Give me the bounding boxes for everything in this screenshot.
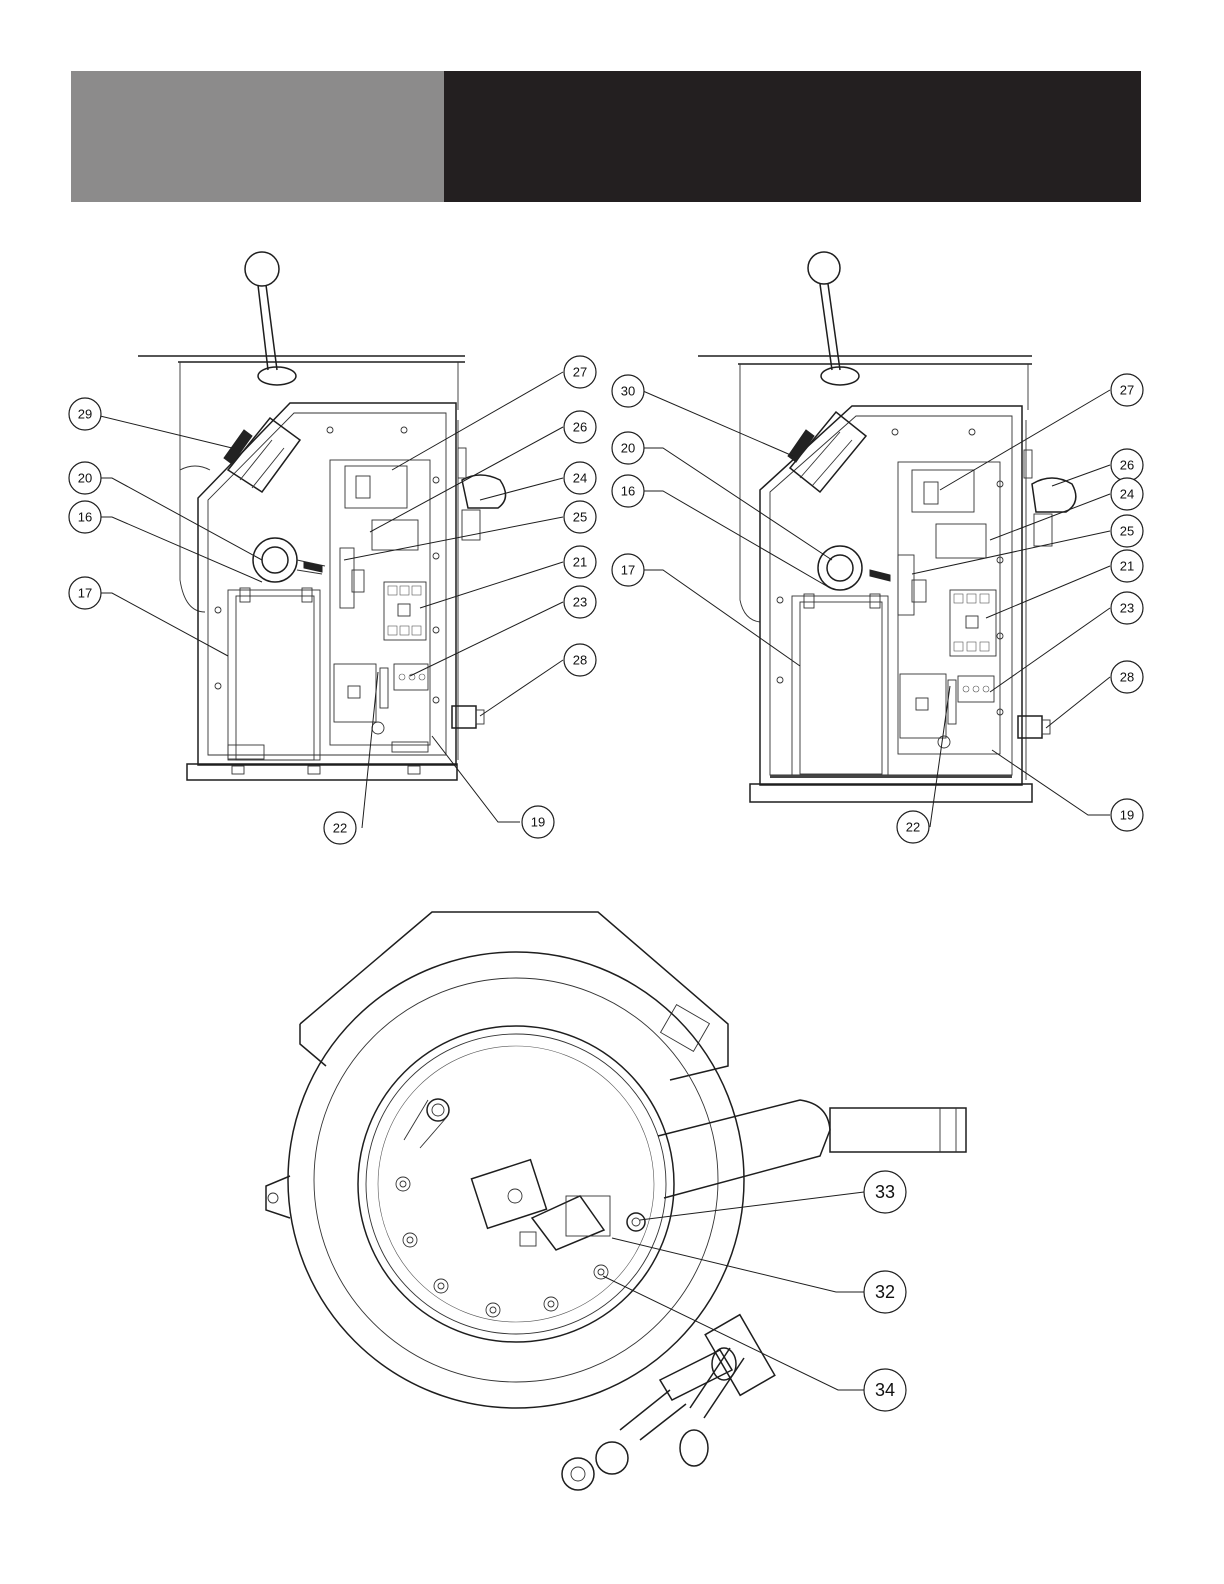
svg-text:25: 25	[1120, 524, 1134, 539]
svg-text:23: 23	[573, 595, 587, 610]
callout-right-17: 17	[612, 554, 644, 586]
callout-leaders	[92, 372, 1110, 1390]
svg-text:27: 27	[573, 365, 587, 380]
callout-right-24: 24	[1111, 478, 1143, 510]
lever-shaft	[258, 285, 277, 370]
svg-text:34: 34	[875, 1380, 895, 1400]
svg-text:22: 22	[333, 821, 347, 836]
svg-text:30: 30	[621, 384, 635, 399]
callout-right-16: 16	[612, 475, 644, 507]
callout-left-25: 25	[564, 501, 596, 533]
callout-left-27: 27	[564, 356, 596, 388]
right-side-view	[698, 252, 1076, 802]
svg-text:24: 24	[1120, 487, 1134, 502]
callout-top-33: 33	[864, 1171, 906, 1213]
callout-right-23: 23	[1111, 592, 1143, 624]
callout-right-22: 22	[897, 811, 929, 843]
svg-text:23: 23	[1120, 601, 1134, 616]
svg-text:28: 28	[1120, 670, 1134, 685]
callout-left-23: 23	[564, 586, 596, 618]
svg-text:20: 20	[78, 471, 92, 486]
kettle-rim	[288, 952, 744, 1408]
svg-text:28: 28	[573, 653, 587, 668]
svg-text:24: 24	[573, 471, 587, 486]
svg-text:22: 22	[906, 820, 920, 835]
callout-left-29: 29	[69, 398, 101, 430]
svg-text:17: 17	[78, 586, 92, 601]
svg-text:17: 17	[621, 563, 635, 578]
callout-left-19: 19	[522, 806, 554, 838]
svg-text:32: 32	[875, 1282, 895, 1302]
callout-right-27: 27	[1111, 374, 1143, 406]
svg-text:16: 16	[78, 510, 92, 525]
top-view	[266, 912, 966, 1490]
callout-left-22: 22	[324, 812, 356, 844]
callout-right-30: 30	[612, 375, 644, 407]
callout-left-16: 16	[69, 501, 101, 533]
svg-text:26: 26	[1120, 458, 1134, 473]
outer-hex-frame	[300, 912, 728, 1080]
svg-text:19: 19	[531, 815, 545, 830]
callout-left-21: 21	[564, 546, 596, 578]
svg-text:19: 19	[1120, 808, 1134, 823]
callout-right-26: 26	[1111, 449, 1143, 481]
svg-text:20: 20	[621, 441, 635, 456]
right-view-callouts: 27 30 20 26 24 16 25 21 17 23 28 22 19	[612, 374, 1143, 843]
svg-text:26: 26	[573, 420, 587, 435]
callout-left-28: 28	[564, 644, 596, 676]
svg-text:21: 21	[573, 555, 587, 570]
svg-text:25: 25	[573, 510, 587, 525]
svg-text:33: 33	[875, 1182, 895, 1202]
callout-right-20: 20	[612, 432, 644, 464]
callout-right-19: 19	[1111, 799, 1143, 831]
callout-top-32: 32	[864, 1271, 906, 1313]
top-view-callouts: 33 32 34	[864, 1171, 906, 1411]
callout-right-21: 21	[1111, 550, 1143, 582]
callout-left-24: 24	[564, 462, 596, 494]
callout-left-20: 20	[69, 462, 101, 494]
svg-text:21: 21	[1120, 559, 1134, 574]
kettle-lid	[358, 1026, 674, 1342]
left-side-view	[138, 252, 506, 780]
svg-text:16: 16	[621, 484, 635, 499]
callout-left-26: 26	[564, 411, 596, 443]
callout-right-25: 25	[1111, 515, 1143, 547]
lever-knob	[245, 252, 279, 286]
svg-text:29: 29	[78, 407, 92, 422]
callout-left-17: 17	[69, 577, 101, 609]
svg-text:27: 27	[1120, 383, 1134, 398]
callout-right-28: 28	[1111, 661, 1143, 693]
callout-top-34: 34	[864, 1369, 906, 1411]
